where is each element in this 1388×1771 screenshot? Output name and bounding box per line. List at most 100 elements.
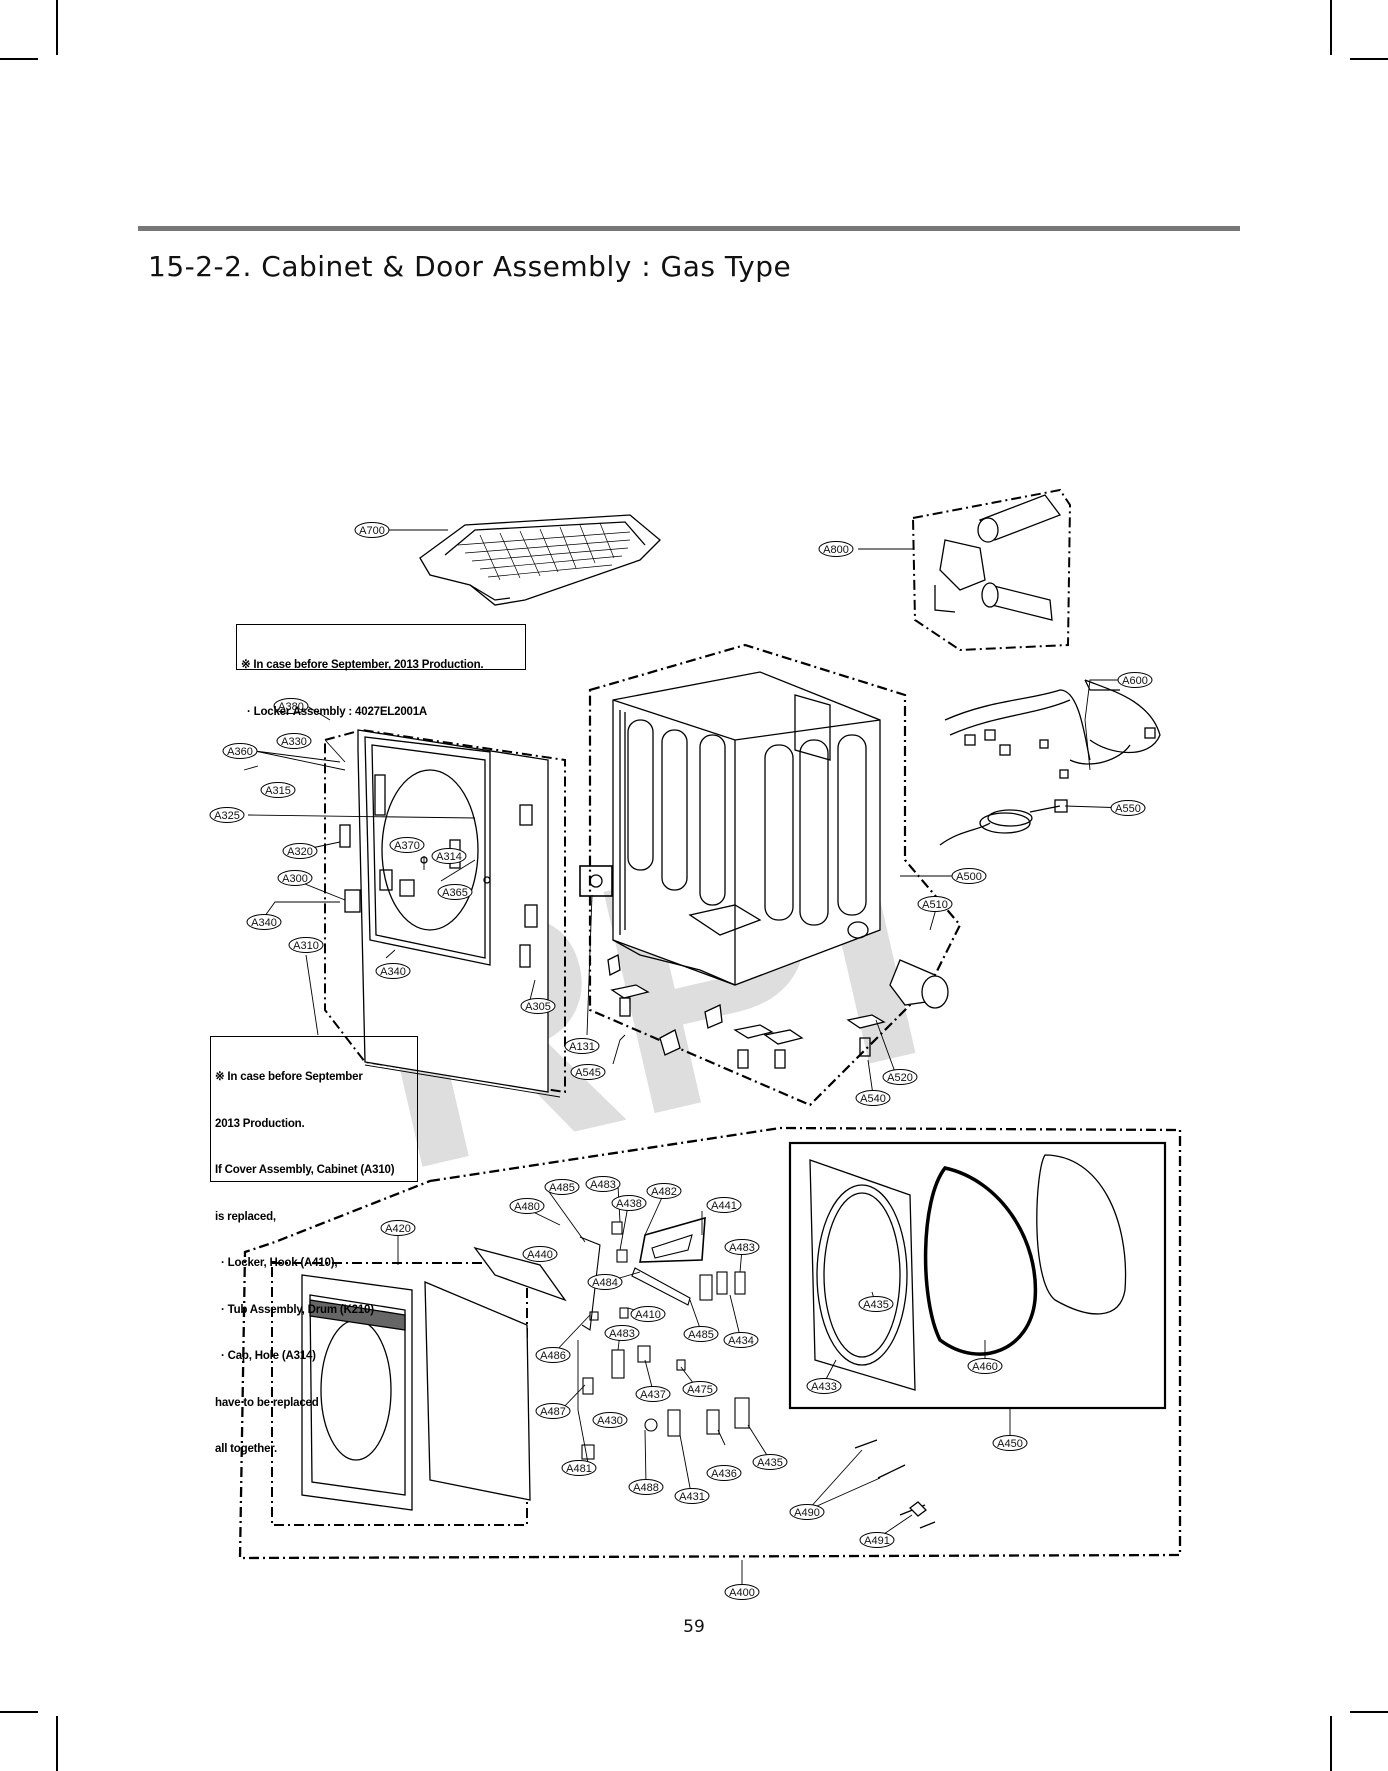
part-label: A441	[706, 1197, 742, 1213]
crop-mark	[1330, 1716, 1332, 1771]
part-label: A430	[592, 1412, 628, 1428]
svg-text:A400: A400	[729, 1587, 755, 1599]
part-label: A483	[604, 1325, 640, 1341]
svg-text:A488: A488	[633, 1482, 659, 1494]
svg-text:A482: A482	[651, 1186, 677, 1198]
svg-text:A441: A441	[711, 1200, 737, 1212]
part-label: A700	[354, 522, 390, 538]
svg-text:A481: A481	[566, 1463, 592, 1475]
screws	[854, 1439, 936, 1529]
svg-text:A380: A380	[278, 701, 304, 713]
part-label: A545	[570, 1064, 606, 1080]
svg-text:A438: A438	[616, 1198, 642, 1210]
part-label: A488	[628, 1479, 664, 1495]
note-line: · Locker Assembly : 4027EL2001A	[241, 705, 428, 718]
part-label: A433	[806, 1378, 842, 1394]
part-label: A438	[611, 1195, 647, 1211]
svg-text:A450: A450	[997, 1438, 1023, 1450]
part-label: A487	[535, 1403, 571, 1419]
part-label: A314	[431, 848, 467, 864]
part-label: A410	[630, 1306, 666, 1322]
leveling-feet	[607, 954, 886, 1069]
svg-text:A435: A435	[757, 1457, 783, 1469]
inner-door-group	[788, 1141, 1167, 1410]
svg-text:A434: A434	[728, 1335, 754, 1347]
svg-text:A440: A440	[527, 1249, 553, 1261]
svg-text:A305: A305	[525, 1001, 551, 1013]
part-label: A325	[209, 807, 245, 823]
part-label: A510	[917, 896, 953, 912]
part-label: A380	[273, 698, 309, 714]
part-label: A480	[509, 1198, 545, 1214]
door-glass-part	[424, 1281, 531, 1501]
svg-text:A550: A550	[1115, 803, 1141, 815]
note-line: ※ In case before September, 2013 Product…	[241, 659, 484, 671]
svg-text:A410: A410	[635, 1309, 661, 1321]
note-line: · Cap, Hole (A314)	[215, 1350, 316, 1362]
part-label: A483	[724, 1239, 760, 1255]
svg-text:A460: A460	[972, 1361, 998, 1373]
crop-mark	[56, 0, 58, 55]
svg-text:A490: A490	[794, 1507, 820, 1519]
svg-text:A314: A314	[436, 851, 462, 863]
svg-text:A487: A487	[540, 1406, 566, 1418]
svg-text:A483: A483	[729, 1242, 755, 1254]
part-label: A460	[967, 1358, 1003, 1374]
wire-harness-part	[944, 679, 1161, 779]
part-label: A320	[282, 843, 318, 859]
top-grille-part	[419, 514, 661, 606]
svg-text:A436: A436	[711, 1468, 737, 1480]
part-label: A434	[723, 1332, 759, 1348]
part-label: A500	[951, 868, 987, 884]
part-label: A490	[789, 1504, 825, 1520]
part-label: A520	[882, 1069, 918, 1085]
svg-text:A340: A340	[251, 917, 277, 929]
note-line: 2013 Production.	[215, 1117, 305, 1130]
svg-text:A340: A340	[380, 966, 406, 978]
svg-text:A330: A330	[281, 736, 307, 748]
part-label: A340	[375, 963, 411, 979]
door-group-outline	[238, 1126, 1182, 1560]
crop-mark	[0, 1711, 38, 1713]
part-label: A340	[246, 914, 282, 930]
svg-text:A600: A600	[1122, 675, 1148, 687]
svg-text:A483: A483	[590, 1179, 616, 1191]
front-cover-part	[324, 728, 566, 1094]
part-label: A437	[635, 1386, 671, 1402]
crop-mark	[1330, 0, 1332, 55]
part-label: A435	[858, 1296, 894, 1312]
note-line: · Tub Assembly, Drum (K210)	[215, 1303, 374, 1316]
svg-text:A433: A433	[811, 1381, 837, 1393]
svg-text:A315: A315	[265, 785, 291, 797]
note-line: all together.	[215, 1443, 277, 1455]
part-labels: A700 A800 A380 A360 A330 A315 A325 A320 …	[209, 522, 1153, 1600]
svg-text:A480: A480	[514, 1201, 540, 1213]
door-gasket-part	[923, 1166, 1038, 1356]
svg-text:A420: A420	[385, 1223, 411, 1235]
part-label: A485	[683, 1326, 719, 1342]
part-label: A600	[1117, 672, 1153, 688]
exhaust-duct-part	[889, 959, 949, 1009]
part-label: A360	[222, 743, 258, 759]
note-line: If Cover Assembly, Cabinet (A310)	[215, 1164, 395, 1176]
svg-text:A484: A484	[592, 1277, 618, 1289]
crop-mark	[0, 58, 38, 60]
gas-harness-part	[939, 799, 1068, 846]
svg-text:A520: A520	[887, 1072, 913, 1084]
door-window-part	[1036, 1154, 1127, 1315]
leader-lines	[243, 529, 1129, 1590]
part-label: A370	[389, 837, 425, 853]
svg-text:A365: A365	[442, 887, 468, 899]
part-label: A491	[859, 1532, 895, 1548]
part-label: A550	[1110, 800, 1146, 816]
svg-text:A320: A320	[287, 846, 313, 858]
part-label: A481	[561, 1460, 597, 1476]
part-label: A440	[522, 1246, 558, 1262]
production-note-cover: ※ In case before September 2013 Producti…	[210, 1036, 418, 1455]
part-label: A486	[535, 1347, 571, 1363]
duct-kit-group	[911, 488, 1072, 652]
svg-text:A131: A131	[569, 1041, 595, 1053]
svg-text:A430: A430	[597, 1415, 623, 1427]
door-frame-part	[301, 1274, 413, 1511]
part-label: A475	[682, 1381, 718, 1397]
